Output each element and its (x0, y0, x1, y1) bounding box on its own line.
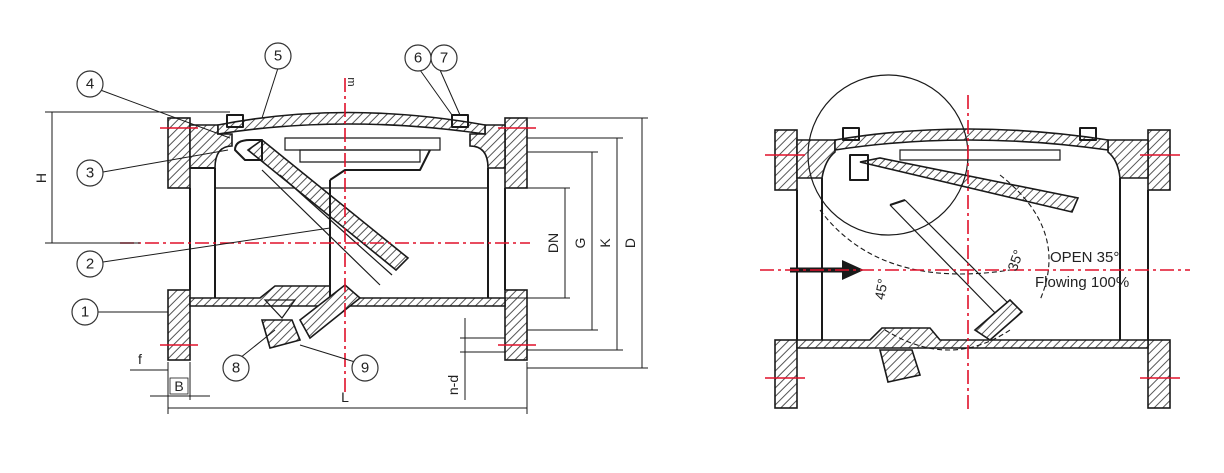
callout-6: 6 (404, 44, 432, 72)
dim-nd-label: n-d (445, 375, 461, 395)
right-inlet-flange-top (774, 129, 798, 191)
left-hinge (234, 139, 263, 161)
right-outlet-flange-top (1147, 129, 1171, 191)
dim-l-label: L (341, 389, 349, 405)
dim-m-label: m (345, 77, 357, 86)
left-body (167, 111, 528, 361)
open-angle-label: OPEN 35° (1050, 249, 1119, 266)
left-disc (246, 138, 410, 272)
right-body-wall-top-right (1107, 139, 1149, 179)
svg-text:1: 1 (81, 304, 89, 321)
svg-text:7: 7 (440, 50, 448, 67)
right-drain-plug (878, 349, 922, 383)
left-section-view: H DN G K D L (33, 42, 648, 414)
left-bolt-left (226, 114, 244, 128)
left-cover-plate (284, 137, 441, 151)
right-seat-web (973, 298, 1024, 342)
right-inlet-flange-bottom (774, 339, 798, 409)
swing-arc-35 (999, 174, 1050, 301)
svg-text:6: 6 (414, 50, 422, 67)
svg-text:2: 2 (86, 256, 94, 273)
callout-5: 5 (264, 42, 292, 70)
svg-text:5: 5 (274, 48, 282, 65)
callout-leaders (94, 67, 461, 363)
dim-k-label: K (597, 238, 613, 248)
right-body-wall-top-left (796, 139, 836, 179)
left-inlet-flange-bottom (167, 289, 191, 361)
dim-d-label: D (622, 238, 638, 248)
callout-4: 4 (76, 70, 104, 98)
right-body-wall-bottom (796, 327, 1149, 349)
right-hinge (849, 154, 869, 181)
callout-8: 8 (222, 354, 250, 382)
right-open-view: OPEN 35° Flowing 100% 45° 35° (760, 74, 1190, 410)
right-bolt-right (1079, 127, 1097, 141)
dim-h-label: H (33, 173, 49, 183)
right-disc-open (859, 157, 1080, 213)
swing-arc-45 (819, 209, 1011, 275)
dim-b-label: B (174, 378, 183, 394)
left-cover (217, 111, 486, 135)
callout-9: 9 (351, 354, 379, 382)
dim-dn-label: DN (545, 233, 561, 253)
flowing-label: Flowing 100% (1035, 274, 1129, 291)
right-outlet-flange-bottom (1147, 339, 1171, 409)
svg-text:4: 4 (86, 76, 94, 93)
svg-text:9: 9 (361, 360, 369, 377)
dim-g-label: G (572, 238, 588, 249)
right-bolt-left (842, 127, 860, 141)
dim-f-label: f (138, 351, 142, 367)
svg-text:3: 3 (86, 165, 94, 182)
right-cover (834, 128, 1109, 151)
callout-7: 7 (430, 44, 458, 72)
callout-3: 3 (76, 159, 104, 187)
svg-text:8: 8 (232, 360, 240, 377)
angle-45-label: 45° (871, 277, 890, 301)
left-outlet-flange-bottom (504, 289, 528, 361)
left-drain-plug (260, 319, 302, 349)
angle-35-label: 35° (1004, 248, 1026, 273)
callout-1: 1 (71, 298, 99, 326)
left-dimensions: H DN G K D L (33, 77, 648, 414)
callout-2: 2 (76, 250, 104, 278)
